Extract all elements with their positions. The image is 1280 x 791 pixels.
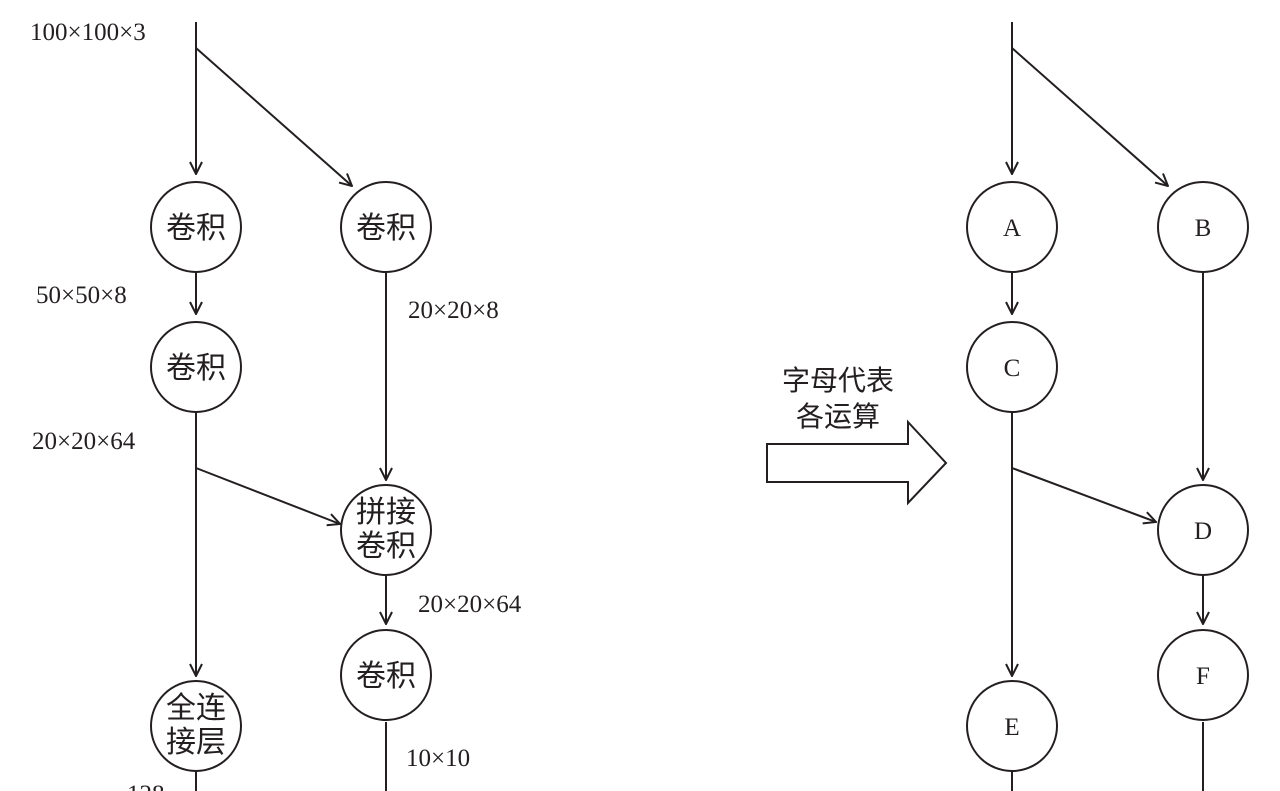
dim-label-conv-c-out: 20×20×64 (32, 428, 136, 455)
node-c (966, 321, 1058, 413)
edge-conv-c-to-concat (195, 467, 340, 524)
node-e (966, 680, 1058, 772)
node-conv-f (340, 629, 432, 721)
node-conv-c (150, 321, 242, 413)
node-c-label: C (1004, 355, 1021, 382)
dim-label-conv-a-out: 50×50×8 (36, 282, 127, 309)
transform-arrow: 字母代表 各运算 (766, 365, 948, 506)
node-fully-connected-e-line2: 接层 (166, 726, 226, 759)
edge-input-to-conv-b (195, 47, 352, 186)
node-b-label: B (1195, 215, 1212, 242)
node-fully-connected-e (150, 680, 242, 772)
left-diagram: 卷积 卷积 卷积 拼接 卷积 卷积 全连 接层 100×100×3 50×50×… (30, 19, 522, 791)
node-b (1157, 181, 1249, 273)
node-concat-conv-d (340, 484, 432, 576)
node-a-label: A (1003, 215, 1021, 242)
node-d-label: D (1194, 518, 1212, 545)
node-concat-conv-d-line1: 拼接 (356, 496, 416, 529)
node-f (1157, 629, 1249, 721)
dim-label-conv-f-out: 10×10 (406, 745, 470, 772)
node-conv-f-label: 卷积 (356, 660, 416, 693)
node-d (1157, 484, 1249, 576)
node-conv-c-label: 卷积 (166, 352, 226, 385)
node-fully-connected-e-line1: 全连 (166, 692, 226, 725)
node-a (966, 181, 1058, 273)
caption-line1: 字母代表 (782, 365, 894, 397)
node-conv-b (340, 181, 432, 273)
dim-label-input: 100×100×3 (30, 19, 146, 46)
caption-line2: 各运算 (796, 401, 880, 433)
edge-input-to-b (1011, 47, 1168, 186)
right-diagram: A B C D F E (966, 22, 1249, 791)
dim-label-concat-out: 20×20×64 (418, 591, 522, 618)
block-arrow-icon (766, 419, 948, 506)
dim-label-fc-out: 128 (127, 781, 165, 791)
node-concat-conv-d-line2: 卷积 (356, 530, 416, 563)
node-conv-a-label: 卷积 (166, 212, 226, 245)
node-f-label: F (1196, 663, 1210, 690)
node-e-label: E (1004, 714, 1019, 741)
node-conv-b-label: 卷积 (356, 212, 416, 245)
edge-c-to-d (1011, 467, 1156, 522)
node-conv-a (150, 181, 242, 273)
dim-label-conv-b-out: 20×20×8 (408, 297, 499, 324)
